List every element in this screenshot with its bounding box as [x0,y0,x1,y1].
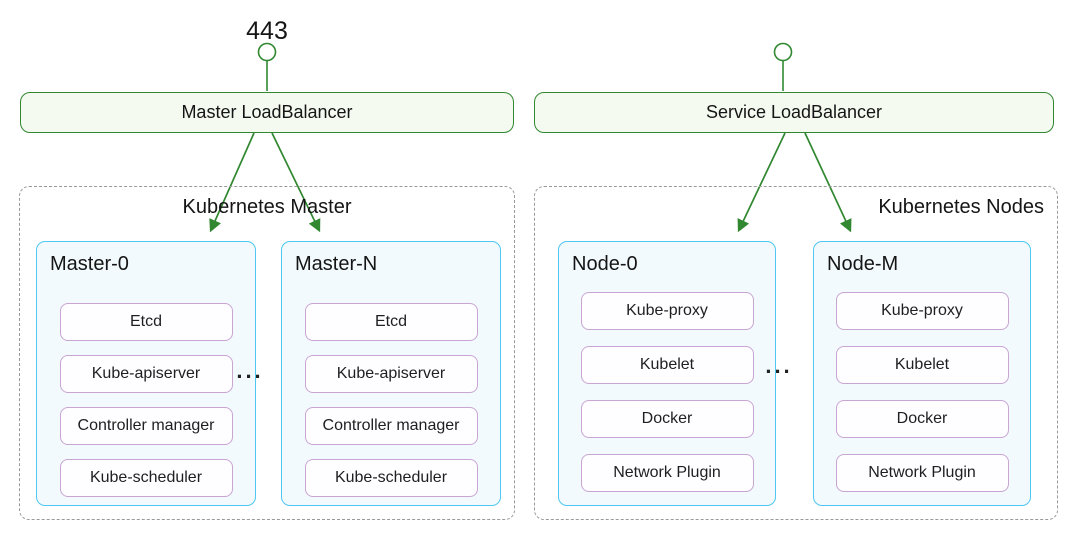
component-box: Kubelet [835,346,1009,384]
component-box: Kube-scheduler [59,459,233,497]
nodes-ellipsis: ... [765,353,793,378]
component-box: Kube-proxy [580,292,754,330]
component-box: Docker [835,400,1009,438]
machine-node-0: Node-0 Kube-proxy Kubelet Docker Network… [558,241,776,506]
machine-node-0-name: Node-0 [572,253,638,275]
kubernetes-nodes-title: Kubernetes Nodes [878,196,1044,218]
node-M-components: Kube-proxy Kubelet Docker Network Plugin [814,292,1030,492]
machine-master-0: Master-0 Etcd Kube-apiserver Controller … [36,241,256,506]
component-box: Controller manager [59,407,233,445]
component-box: Etcd [59,303,233,341]
component-box: Network Plugin [835,454,1009,492]
service-loadbalancer-box: Service LoadBalancer [534,92,1054,133]
machine-node-M: Node-M Kube-proxy Kubelet Docker Network… [813,241,1031,506]
machine-node-M-name: Node-M [827,253,899,275]
component-box: Etcd [304,303,478,341]
component-box: Docker [580,400,754,438]
port-443-label: 443 [246,17,288,45]
port-connector-circle-master [257,42,277,62]
master-N-components: Etcd Kube-apiserver Controller manager K… [282,303,500,497]
component-box: Kube-scheduler [304,459,478,497]
component-box: Network Plugin [580,454,754,492]
machine-master-0-name: Master-0 [50,253,129,275]
port-connector-circle-service [773,42,793,62]
kubernetes-master-title: Kubernetes Master [182,196,352,218]
component-box: Kube-apiserver [59,355,233,393]
component-box: Kubelet [580,346,754,384]
component-box: Kube-apiserver [304,355,478,393]
master-loadbalancer-label: Master LoadBalancer [181,102,353,122]
master-ellipsis: ... [236,358,264,383]
kubernetes-nodes-group: Kubernetes Nodes Node-0 Kube-proxy Kubel… [534,186,1058,520]
service-loadbalancer-label: Service LoadBalancer [705,102,883,122]
machine-master-N-name: Master-N [295,253,378,275]
component-box: Controller manager [304,407,478,445]
node-0-components: Kube-proxy Kubelet Docker Network Plugin [559,292,775,492]
kubernetes-master-group: Kubernetes Master Master-0 Etcd Kube-api… [19,186,515,520]
master-loadbalancer-box: Master LoadBalancer [20,92,514,133]
master-0-components: Etcd Kube-apiserver Controller manager K… [37,303,255,497]
component-box: Kube-proxy [835,292,1009,330]
machine-master-N: Master-N Etcd Kube-apiserver Controller … [281,241,501,506]
